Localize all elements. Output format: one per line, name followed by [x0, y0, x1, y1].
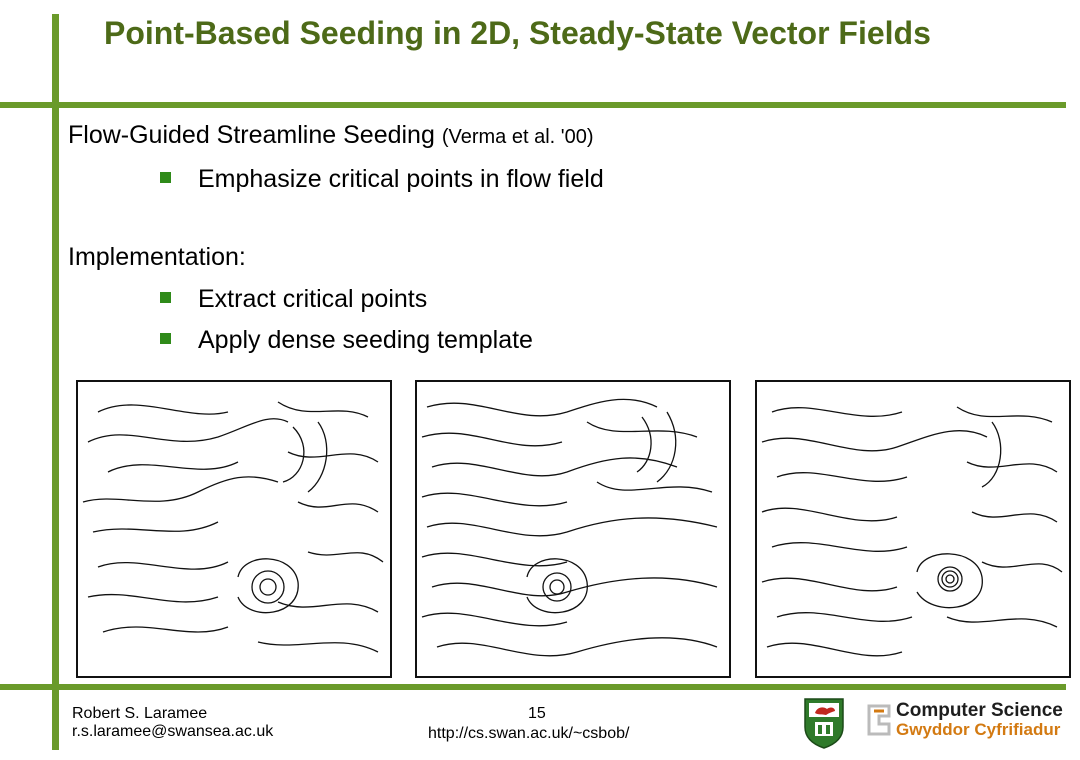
accent-top-rule	[0, 102, 1066, 108]
bullet-square-icon	[160, 333, 171, 344]
logo-line-welsh: Gwyddor Cyfrifiadur	[896, 720, 1061, 739]
computer-science-logo: Computer Science Gwyddor Cyfrifiadur	[866, 698, 1066, 744]
streamline-drawing	[421, 398, 718, 657]
accent-bottom-rule	[0, 684, 1066, 690]
footer-author: Robert S. Laramee	[72, 705, 208, 722]
footer-email: r.s.laramee@swansea.ac.uk	[72, 723, 274, 740]
university-crest-icon	[803, 697, 845, 749]
heading: Flow-Guided Streamline Seeding	[68, 121, 435, 149]
logo-line-english: Computer Science	[896, 700, 1063, 721]
heading-line: Flow-Guided Streamline Seeding (Verma et…	[68, 121, 593, 150]
page-number: 15	[528, 705, 546, 722]
accent-vertical-bar	[52, 14, 59, 750]
implementation-label: Implementation:	[68, 243, 246, 271]
bullet-text: Emphasize critical points in flow field	[198, 165, 604, 193]
streamline-drawing	[82, 401, 384, 653]
streamline-figure-3	[755, 380, 1071, 678]
cs-logo-mark-icon	[867, 704, 891, 736]
streamline-figure-2	[415, 380, 731, 678]
bullet-square-icon	[160, 172, 171, 183]
footer-url: http://cs.swan.ac.uk/~csbob/	[428, 725, 630, 742]
bullet-square-icon	[160, 292, 171, 303]
bullet-text: Extract critical points	[198, 285, 428, 313]
streamline-drawing	[761, 406, 1063, 657]
bullet-text: Apply dense seeding template	[198, 326, 533, 354]
citation: (Verma et al. '00)	[441, 126, 594, 148]
slide-title: Point-Based Seeding in 2D, Steady-State …	[104, 15, 931, 51]
streamline-figure-1	[76, 380, 392, 678]
